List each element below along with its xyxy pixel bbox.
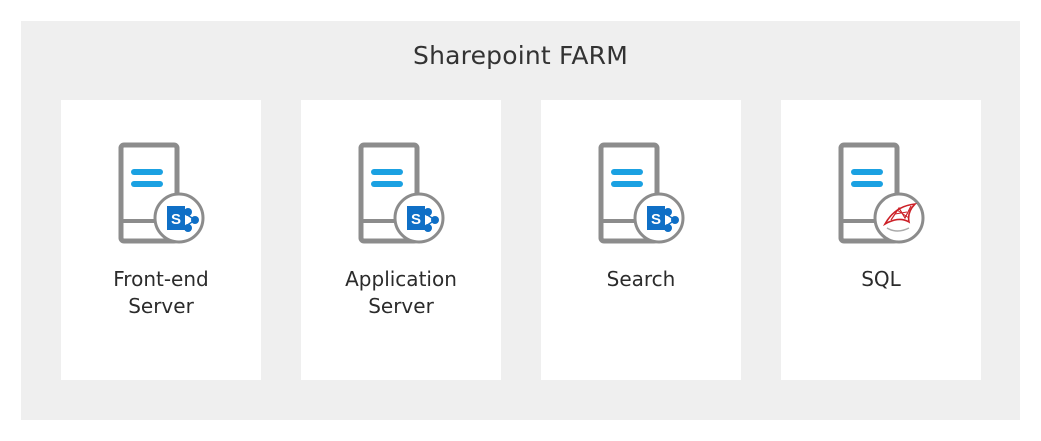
server-label-line: SQL <box>861 267 901 291</box>
sharepoint-farm-container: Sharepoint FARM S Front-end Server <box>21 21 1020 420</box>
server-icon: S <box>358 142 445 244</box>
server-label-line: Application <box>345 267 457 291</box>
sql-server-icon <box>873 192 925 244</box>
server-label-line: Server <box>368 294 434 318</box>
server-icon: S <box>598 142 685 244</box>
server-label: Front-end Server <box>61 266 261 320</box>
server-label: SQL <box>781 266 981 293</box>
server-card-application: S Application Server <box>301 100 501 380</box>
farm-title: Sharepoint FARM <box>413 41 628 70</box>
server-label-line: Server <box>128 294 194 318</box>
sharepoint-icon: S <box>633 192 685 244</box>
server-icon <box>838 142 925 244</box>
svg-text:S: S <box>171 211 181 228</box>
server-card-sql: SQL <box>781 100 981 380</box>
server-card-search: S Search <box>541 100 741 380</box>
server-label-line: Front-end <box>113 267 209 291</box>
server-card-front-end: S Front-end Server <box>61 100 261 380</box>
server-label: Application Server <box>301 266 501 320</box>
sharepoint-icon: S <box>393 192 445 244</box>
svg-text:S: S <box>651 211 661 228</box>
server-label: Search <box>541 266 741 293</box>
server-icon: S <box>118 142 205 244</box>
svg-text:S: S <box>411 211 421 228</box>
server-label-line: Search <box>606 267 676 291</box>
sharepoint-icon: S <box>153 192 205 244</box>
